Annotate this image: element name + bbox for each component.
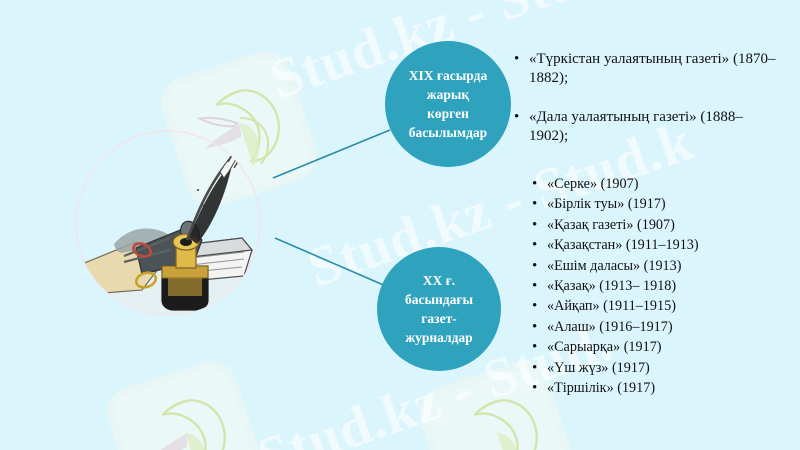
publication-list-19th-century: «Түркістан уалаятының газеті» (1870–1882… [512, 50, 780, 146]
list-item: «Қазақстан» (1911–1913) [530, 238, 790, 253]
list-item: «Үш жүз» (1917) [530, 360, 790, 375]
publication-list-20th-century: «Серке» (1907) «Бірлік туы» (1917) «Қаза… [530, 177, 790, 401]
node-circle-20th-century[interactable]: XX ғ. басындағы газет- журналдар [377, 247, 501, 371]
node-circle-19th-century[interactable]: XIX ғасырда жарық көрген басылымдар [385, 41, 511, 167]
connector-line-to-circle-1 [272, 129, 391, 179]
circle-1-label: XIX ғасырда жарық көрген басылымдар [408, 67, 488, 141]
list-item: «Серке» (1907) [530, 177, 790, 192]
inkwell-quill-illustration [75, 130, 261, 316]
list-item: «Ешім даласы» (1913) [530, 258, 790, 273]
list-item: «Түркістан уалаятының газеті» (1870–1882… [512, 50, 780, 88]
list-item: «Айқап» (1911–1915) [530, 299, 790, 314]
list-item: «Бірлік туы» (1917) [530, 197, 790, 212]
list-item: «Тіршілік» (1917) [530, 381, 790, 396]
list-item: «Сарыарқа» (1917) [530, 340, 790, 355]
list-item: «Қазақ» (1913– 1918) [530, 279, 790, 294]
list-item: «Қазақ газеті» (1907) [530, 218, 790, 233]
connector-line-to-circle-2 [274, 237, 389, 288]
list-item: «Дала уалаятының газеті» (1888–1902); [512, 108, 780, 146]
list-item: «Алаш» (1916–1917) [530, 320, 790, 335]
circle-2-label: XX ғ. басындағы газет- журналдар [404, 272, 474, 346]
